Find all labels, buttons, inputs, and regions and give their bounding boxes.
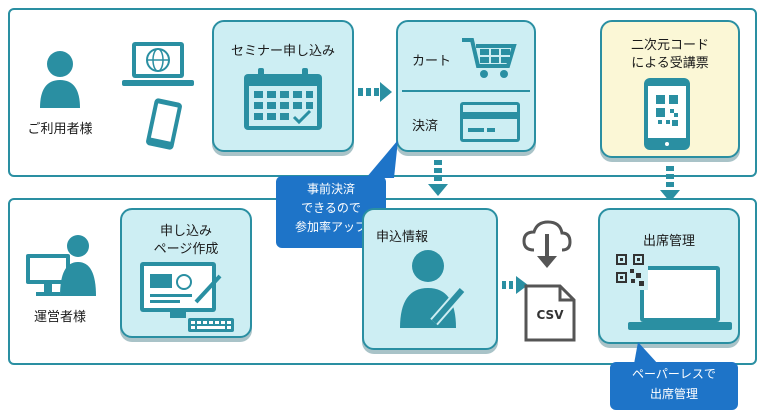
paperless-line2: 出席管理 — [649, 387, 698, 401]
payment-separator — [402, 90, 530, 92]
cart-label: カート — [412, 54, 452, 69]
operator-icon — [26, 235, 96, 296]
prepay-line1: 事前決済 — [306, 182, 355, 196]
arrow-payment-down — [428, 160, 448, 196]
paperless-bubble: ペーパーレスで 出席管理 — [610, 362, 738, 410]
monitor-edit-icon — [140, 262, 234, 332]
smartphone-icon — [146, 98, 182, 150]
settlement-label: 決済 — [412, 119, 439, 134]
cart-icon — [462, 38, 517, 78]
page-title-line1: 申し込み — [159, 224, 212, 239]
ticket-title-line2: による受講票 — [631, 56, 709, 71]
calendar-icon — [244, 68, 322, 130]
prepay-line2: できるので — [301, 201, 361, 215]
attendance-title: 出席管理 — [642, 234, 695, 249]
prepay-bubble-tail — [366, 140, 398, 178]
arrow-ticket-down — [660, 166, 680, 202]
cloud-download-icon — [522, 220, 572, 268]
operator-label: 運営者様 — [33, 310, 86, 325]
csv-file-icon — [524, 284, 576, 342]
user-label: ご利用者様 — [27, 122, 93, 137]
seminar-title: セミナー申し込み — [230, 44, 335, 59]
paperless-line1: ペーパーレスで — [632, 367, 716, 381]
page-title-line2: ページ作成 — [153, 242, 219, 257]
phone-qr-icon — [644, 78, 690, 150]
laptop-qr-icon — [614, 252, 732, 330]
ticket-title-line1: 二次元コード — [630, 38, 709, 53]
arrow-info-to-csv — [502, 276, 528, 294]
prepay-line3: 参加率アップ — [294, 220, 367, 234]
csv-label: CSV — [536, 308, 564, 322]
person-pen-icon — [400, 250, 466, 328]
user-person-icon — [40, 51, 80, 108]
laptop-globe-icon — [122, 42, 194, 86]
credit-card-icon — [460, 102, 520, 142]
paperless-bubble-tail — [634, 342, 658, 364]
info-title: 申込情報 — [376, 230, 429, 245]
arrow-seminar-to-payment — [358, 82, 392, 102]
